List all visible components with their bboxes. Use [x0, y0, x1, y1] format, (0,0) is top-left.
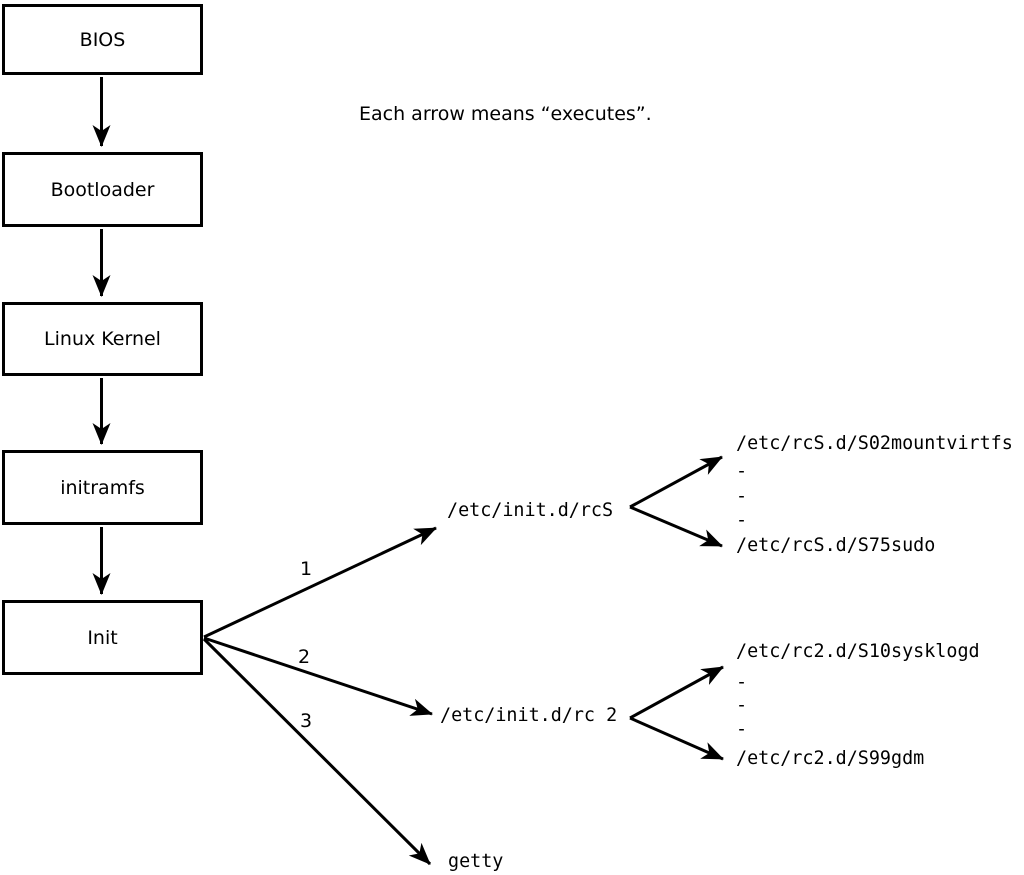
branch-number-2: 2	[297, 646, 311, 668]
rc2-child-ellipsis-dash: -	[736, 671, 748, 693]
rc2-child-s10sysklogd: /etc/rc2.d/S10sysklogd	[736, 640, 980, 662]
branch-number-3: 3	[299, 710, 313, 732]
rc2-child-ellipsis-dash: -	[736, 718, 748, 740]
box-initramfs-label: initramfs	[60, 476, 145, 499]
target-rcS: /etc/init.d/rcS	[447, 499, 614, 521]
rcS-child-ellipsis-dash: -	[736, 509, 748, 531]
arrow-rcS-to-s02mountvirtfs	[629, 455, 723, 509]
legend-note: Each arrow means “executes”.	[359, 103, 652, 125]
target-rc2: /etc/init.d/rc 2	[440, 704, 618, 726]
box-bios-label: BIOS	[79, 28, 126, 51]
box-linux-kernel-label: Linux Kernel	[44, 328, 161, 350]
rcS-child-ellipsis-dash: -	[736, 485, 748, 507]
box-init-label: Init	[87, 626, 118, 649]
box-initramfs: initramfs	[2, 450, 203, 525]
arrow-rc2-to-s10sysklogd	[629, 665, 724, 720]
arrow-init-to-rc2	[203, 636, 433, 716]
box-bios: BIOS	[2, 4, 203, 75]
branch-number-1: 1	[299, 558, 313, 580]
rc2-child-ellipsis-dash: -	[736, 694, 748, 716]
rcS-child-s02mountvirtfs: /etc/rcS.d/S02mountvirtfs	[736, 432, 1013, 454]
box-bootloader-label: Bootloader	[50, 178, 155, 201]
arrow-init-to-getty	[202, 637, 432, 866]
rcS-child-s75sudo: /etc/rcS.d/S75sudo	[736, 534, 936, 556]
arrow-rc2-to-s99gdm	[629, 716, 724, 761]
box-bootloader: Bootloader	[2, 152, 203, 227]
box-init: Init	[2, 600, 203, 675]
rc2-child-s99gdm: /etc/rc2.d/S99gdm	[736, 747, 925, 769]
target-getty: getty	[448, 850, 504, 872]
arrow-rcS-to-s75sudo	[629, 505, 723, 548]
box-linux-kernel: Linux Kernel	[2, 302, 203, 376]
arrow-init-to-rcS	[203, 526, 437, 639]
rcS-child-ellipsis-dash: -	[736, 460, 748, 482]
